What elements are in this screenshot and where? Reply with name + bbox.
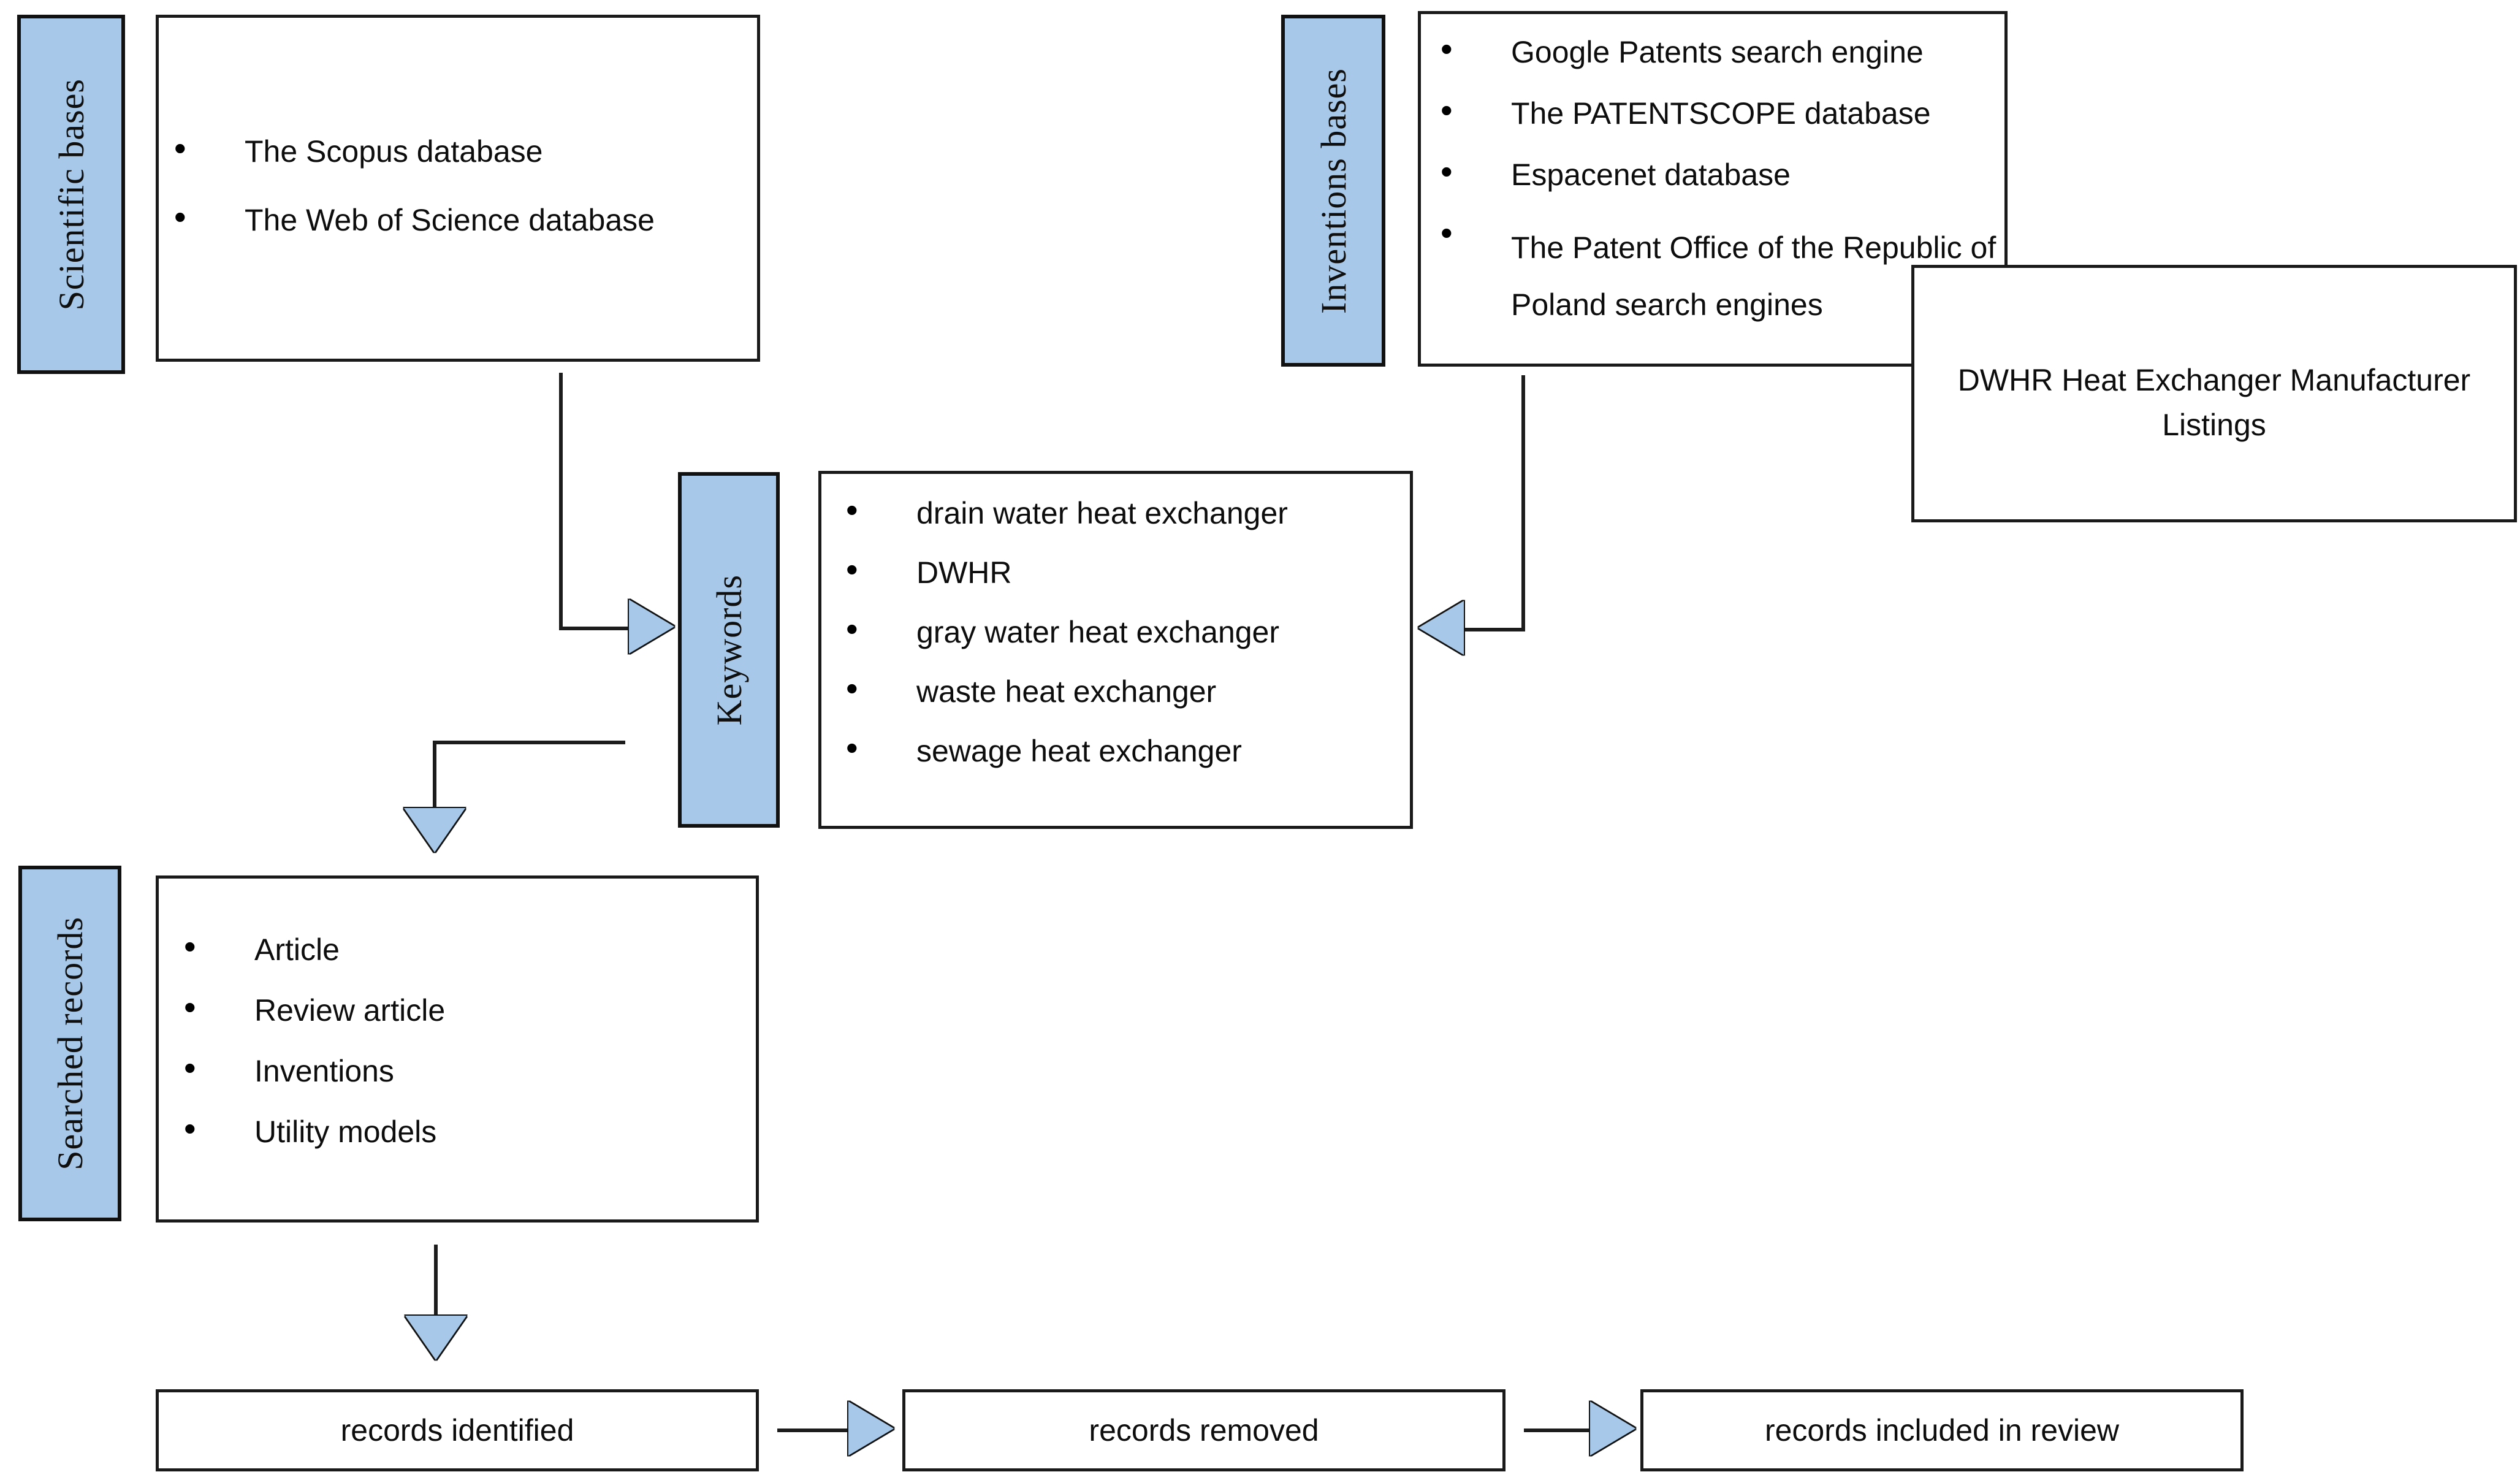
list-item: The Scopus database bbox=[174, 131, 744, 168]
list-item: The PATENTSCOPE database bbox=[1441, 93, 2004, 130]
connector-scientific-to-keywords-vertical bbox=[559, 373, 563, 630]
inventions-bases-label: Inventions bases bbox=[1313, 67, 1353, 314]
connector-searched-to-identified-arrowhead bbox=[405, 1316, 466, 1360]
inventions-bases-label-box: Inventions bases bbox=[1281, 15, 1385, 367]
list-item: DWHR bbox=[846, 552, 1410, 589]
list-item: sewage heat exchanger bbox=[846, 731, 1410, 768]
records-removed-label: records removed bbox=[1089, 1413, 1319, 1448]
keywords-list: drain water heat exchanger DWHR gray wat… bbox=[846, 493, 1410, 768]
connector-removed-to-included-line bbox=[1524, 1429, 1591, 1432]
connector-removed-to-included-arrowhead bbox=[1590, 1402, 1635, 1455]
scientific-bases-label: Scientific bases bbox=[51, 78, 91, 311]
connector-searched-to-identified-vertical bbox=[434, 1245, 438, 1317]
searched-records-list: Article Review article Inventions Utilit… bbox=[184, 929, 748, 1148]
manufacturer-listings-panel bbox=[1911, 265, 2517, 522]
keywords-panel bbox=[818, 471, 1413, 829]
connector-inventions-to-keywords-arrowhead bbox=[1418, 601, 1464, 655]
keywords-label: Keywords bbox=[709, 574, 749, 726]
records-removed-box bbox=[902, 1389, 1506, 1471]
list-item: Inventions bbox=[184, 1051, 748, 1088]
connector-keywords-to-searched-vertical bbox=[433, 741, 436, 809]
list-item: Google Patents search engine bbox=[1441, 32, 2004, 69]
list-item: Utility models bbox=[184, 1112, 748, 1148]
scientific-bases-panel bbox=[156, 15, 760, 362]
records-identified-label: records identified bbox=[340, 1413, 574, 1448]
scientific-bases-label-box: Scientific bases bbox=[17, 15, 125, 374]
records-identified-box bbox=[156, 1389, 759, 1471]
connector-scientific-to-keywords-horizontal bbox=[559, 627, 630, 630]
connector-identified-to-removed-arrowhead bbox=[848, 1402, 894, 1455]
connector-inventions-to-keywords-vertical bbox=[1521, 375, 1525, 631]
list-item: Article bbox=[184, 929, 748, 966]
connector-identified-to-removed-line bbox=[777, 1429, 850, 1432]
list-item: waste heat exchanger bbox=[846, 671, 1410, 708]
list-item: Review article bbox=[184, 990, 748, 1027]
records-included-label: records included in review bbox=[1764, 1413, 2120, 1448]
scientific-bases-list: The Scopus database The Web of Science d… bbox=[174, 131, 744, 237]
searched-records-label-box: Searched records bbox=[18, 866, 121, 1221]
connector-keywords-to-searched-horizontal bbox=[433, 741, 625, 744]
list-item: Espacenet database bbox=[1441, 154, 2004, 191]
records-included-box bbox=[1640, 1389, 2244, 1471]
connector-keywords-to-searched-arrowhead bbox=[404, 808, 465, 852]
inventions-bases-list: Google Patents search engine The PATENTS… bbox=[1441, 32, 2004, 333]
list-item: The Web of Science database bbox=[174, 200, 744, 237]
manufacturer-listings-text: DWHR Heat Exchanger Manufacturer Listing… bbox=[1957, 363, 2471, 442]
connector-inventions-to-keywords-horizontal bbox=[1463, 628, 1525, 631]
connector-scientific-to-keywords-arrowhead bbox=[629, 600, 674, 654]
list-item: The Patent Office of the Republic of Pol… bbox=[1441, 216, 2029, 333]
list-item: gray water heat exchanger bbox=[846, 612, 1410, 649]
searched-records-label: Searched records bbox=[50, 917, 90, 1170]
keywords-label-box: Keywords bbox=[678, 472, 780, 828]
list-item: drain water heat exchanger bbox=[846, 493, 1410, 530]
